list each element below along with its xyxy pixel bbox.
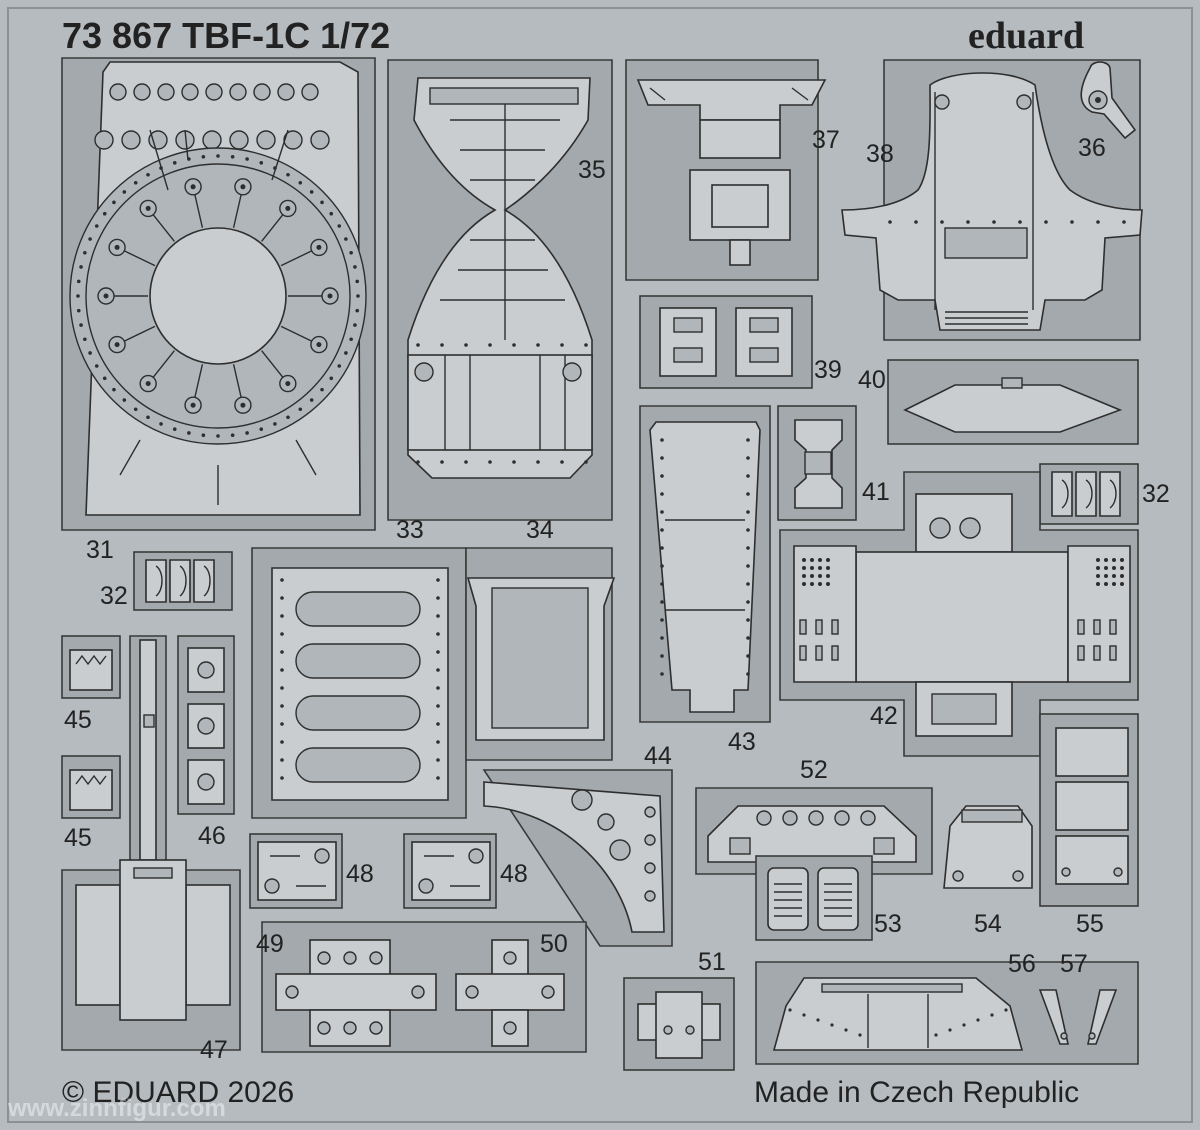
part-34-frame [465,547,616,761]
part-52-instrument-panel [695,787,933,875]
part-48-left [249,833,343,909]
part-label-31: 31 [86,536,114,564]
part-label-38: 38 [866,140,894,168]
part-label-43: 43 [728,728,756,756]
part-32-clips-left [133,551,233,611]
part-31-cowl-panel [61,57,376,531]
part-label-32-right: 32 [1142,480,1170,508]
part-label-57: 57 [1060,950,1088,978]
part-label-41: 41 [862,478,890,506]
part-label-39: 39 [814,356,842,384]
part-37-canopy-frame [625,59,827,281]
part-label-47: 47 [200,1036,228,1064]
copyright-notice: © EDUARD 2026 [62,1076,294,1109]
part-47-seat [61,635,241,1051]
part-53-pedals [755,855,873,941]
part-label-51: 51 [698,948,726,976]
part-label-49: 49 [256,930,284,958]
part-label-33: 33 [396,516,424,544]
part-label-37: 37 [812,126,840,154]
part-57-struts [1038,989,1118,1045]
watermark: www.zinnfigur.com [7,1095,226,1122]
part-label-44: 44 [644,742,672,770]
part-35-bulkhead [387,59,613,521]
part-38-rear-bulkhead [841,59,1143,341]
brand-logo: eduard [968,15,1084,57]
part-32-clips-right [1039,463,1139,525]
part-label-42: 42 [870,702,898,730]
part-label-34: 34 [526,516,554,544]
part-49-50-brackets [261,921,587,1053]
part-label-48-left: 48 [346,860,374,888]
part-label-52: 52 [800,756,828,784]
part-55-panel [1039,713,1139,907]
part-36-lever-right [1080,61,1137,140]
part-label-46: 46 [198,822,226,850]
part-label-56: 56 [1008,950,1036,978]
part-51-box [623,977,735,1071]
part-42-cockpit-tub [779,471,1139,757]
part-39-brackets [639,295,813,389]
part-44-gusset [482,769,673,947]
part-40-panel [887,359,1139,445]
part-label-40: 40 [858,366,886,394]
part-56-panel [755,961,1139,1065]
part-label-45-lower: 45 [64,824,92,852]
part-33-side-panel [251,547,467,819]
part-label-35: 35 [578,156,606,184]
part-45-lower [61,755,121,819]
part-label-53: 53 [874,910,902,938]
part-label-50: 50 [540,930,568,958]
fret-frame [7,7,1193,1123]
part-41-clip [777,405,857,521]
part-43-floor [639,405,771,723]
part-label-54: 54 [974,910,1002,938]
made-in-notice: Made in Czech Republic [754,1076,1079,1109]
part-label-55: 55 [1076,910,1104,938]
part-label-48-right: 48 [500,860,528,888]
part-label-32-left: 32 [100,582,128,610]
part-46-mounts [177,635,235,815]
part-label-45-upper: 45 [64,706,92,734]
fret-title: 73 867 TBF-1C 1/72 [62,15,390,56]
part-45-upper [61,635,121,699]
part-54-radio [943,805,1033,889]
part-label-36-right: 36 [1078,134,1106,162]
part-48-right [403,833,497,909]
